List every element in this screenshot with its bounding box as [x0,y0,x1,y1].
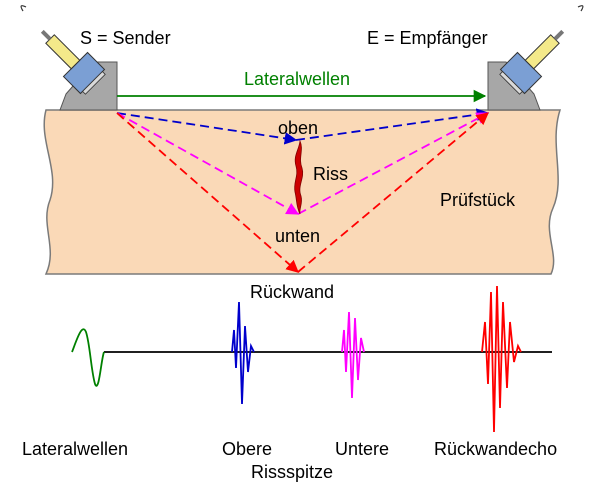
top-tip-signal-wave [231,301,255,405]
signal-label-lower: Untere [335,439,389,459]
signal-label-lateral: Lateralwellen [22,439,128,459]
sender-handle [45,34,81,70]
top-tip-path-in [116,112,298,145]
receiver-probe [487,5,584,111]
signal-label-upper: Obere [222,439,272,459]
top-tip-path-out [295,108,490,141]
signal-traces [71,285,552,433]
backwall-path-in [116,112,299,273]
crack-shape [294,139,304,215]
crack-label: Riss [313,164,348,184]
sender-label: S = Sender [80,28,171,48]
signal-label-backwall: Rückwandecho [434,439,557,459]
bottom-tip-signal-wave [341,311,365,399]
signal-group-label: Rissspitze [251,462,333,482]
bottom-tip-label: unten [275,226,320,246]
receiver-label: E = Empfänger [367,28,488,48]
lateral-signal-wave [71,328,105,387]
specimen-block [43,109,562,275]
lateral-wave-label: Lateralwellen [244,69,350,89]
sender-probe [20,5,118,111]
bottom-tip-path-in [116,112,300,215]
bottom-tip-path-out [297,112,490,215]
backwall-label: Rückwand [250,282,334,302]
top-tip-label: oben [278,118,318,138]
specimen-label: Prüfstück [440,190,516,210]
backwall-signal-wave [481,285,522,433]
receiver-handle [524,34,560,70]
